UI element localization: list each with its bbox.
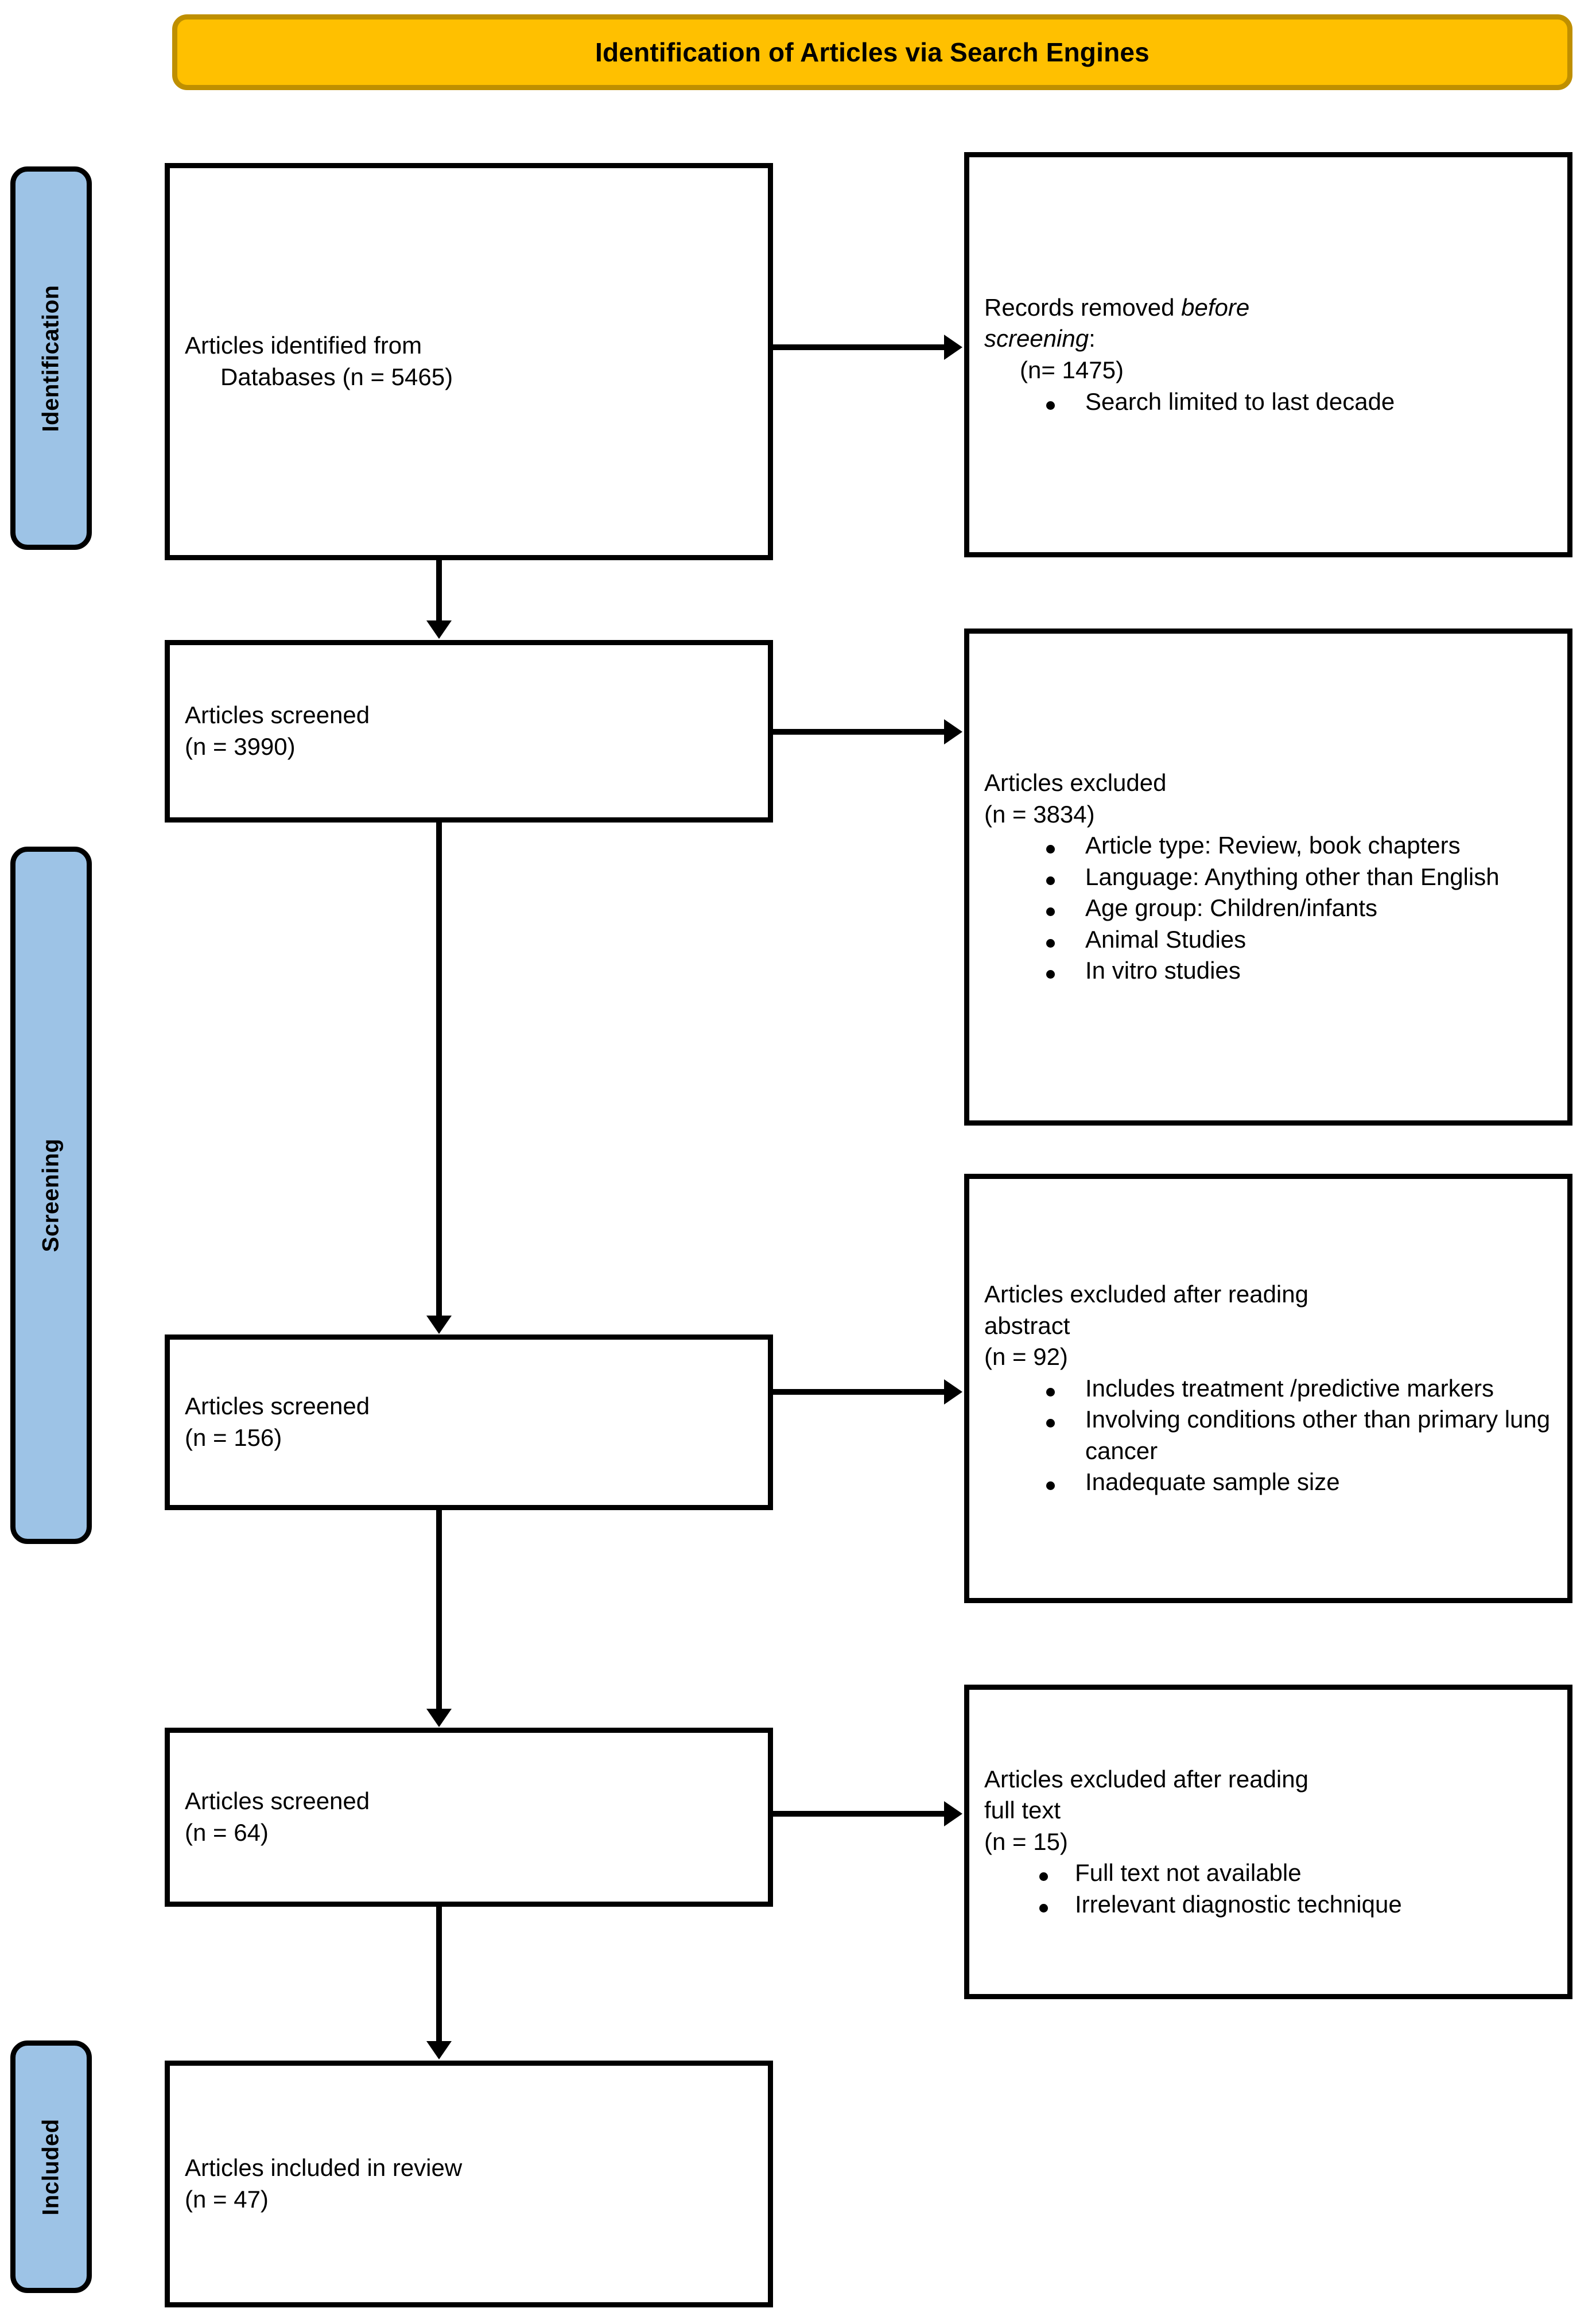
diagram-title: Identification of Articles via Search En… xyxy=(595,37,1150,67)
box-articles-identified: Articles identified from Databases (n = … xyxy=(165,163,773,560)
arrow-screened156-to-excluded92-icon xyxy=(773,1379,962,1405)
articles-excluded-3834-heading: Articles excluded xyxy=(984,769,1167,796)
box-articles-screened-156: Articles screened (n = 156) xyxy=(165,1334,773,1510)
records-removed-prefix: Records removed xyxy=(984,293,1182,321)
articles-excluded-92-heading-line1: Articles excluded after reading xyxy=(984,1280,1308,1308)
articles-excluded-92-heading-line2: abstract xyxy=(984,1312,1070,1339)
arrow-screened3990-to-excluded3834-icon xyxy=(773,719,962,744)
articles-screened-156-line1: Articles screened xyxy=(185,1392,370,1420)
records-removed-italic-before: before xyxy=(1181,293,1250,321)
articles-screened-3990-line2: (n = 3990) xyxy=(185,733,296,760)
articles-excluded-15-bullet-list: Full text not available Irrelevant diagn… xyxy=(984,1857,1552,1920)
articles-excluded-92-bullet-list: Includes treatment /predictive markers I… xyxy=(984,1373,1552,1498)
phase-band-identification-label: Identification xyxy=(38,285,64,432)
box-articles-excluded-3834: Articles excluded (n = 3834) Article typ… xyxy=(964,629,1572,1126)
records-removed-italic-screening: screening xyxy=(984,325,1089,352)
list-item: Includes treatment /predictive markers xyxy=(984,1373,1552,1405)
box-articles-included: Articles included in review (n = 47) xyxy=(165,2061,773,2307)
articles-included-line1: Articles included in review xyxy=(185,2154,463,2182)
articles-included-line2: (n = 47) xyxy=(185,2186,269,2213)
list-item: Full text not available xyxy=(984,1857,1552,1889)
box-articles-excluded-fulltext-15: Articles excluded after reading full tex… xyxy=(964,1685,1572,1999)
articles-excluded-15-heading-line2: full text xyxy=(984,1797,1061,1824)
articles-excluded-15-count: (n = 15) xyxy=(984,1828,1068,1855)
list-item: Search limited to last decade xyxy=(984,386,1552,418)
records-removed-heading-line2: screening: xyxy=(984,323,1552,355)
records-removed-heading: Records removed before xyxy=(984,292,1552,324)
phase-band-screening: Screening xyxy=(10,847,92,1544)
list-item: Language: Anything other than English xyxy=(984,862,1552,893)
articles-excluded-3834-bullet-list: Article type: Review, book chapters Lang… xyxy=(984,830,1552,987)
arrow-screened156-to-screened64-icon xyxy=(426,1510,452,1727)
box-articles-excluded-abstract-92: Articles excluded after reading abstract… xyxy=(964,1174,1572,1603)
articles-screened-156-line2: (n = 156) xyxy=(185,1424,282,1451)
articles-excluded-15-heading-line1: Articles excluded after reading xyxy=(984,1765,1308,1793)
box-articles-screened-3990: Articles screened (n = 3990) xyxy=(165,640,773,823)
list-item: Inadequate sample size xyxy=(984,1467,1552,1498)
arrow-screened64-to-included-icon xyxy=(426,1907,452,2059)
phase-band-screening-label: Screening xyxy=(38,1138,64,1252)
list-item: Age group: Children/infants xyxy=(984,893,1552,924)
box-records-removed: Records removed before screening: (n= 14… xyxy=(964,152,1572,557)
articles-screened-3990-line1: Articles screened xyxy=(185,701,370,729)
arrow-screened64-to-excluded15-icon xyxy=(773,1801,962,1826)
list-item: Involving conditions other than primary … xyxy=(984,1404,1552,1467)
articles-excluded-92-count: (n = 92) xyxy=(984,1343,1068,1371)
records-removed-bullet-list: Search limited to last decade xyxy=(984,386,1552,418)
diagram-title-banner: Identification of Articles via Search En… xyxy=(172,14,1572,90)
records-removed-colon: : xyxy=(1089,325,1096,352)
articles-identified-line2: Databases (n = 5465) xyxy=(220,363,453,390)
arrow-identified-to-screened3990-icon xyxy=(426,560,452,639)
list-item: Article type: Review, book chapters xyxy=(984,830,1552,862)
list-item: In vitro studies xyxy=(984,955,1552,987)
records-removed-count: (n= 1475) xyxy=(1020,356,1124,383)
list-item: Animal Studies xyxy=(984,924,1552,956)
articles-screened-64-line2: (n = 64) xyxy=(185,1819,269,1846)
articles-identified-line1: Articles identified from xyxy=(185,332,422,359)
articles-excluded-3834-count: (n = 3834) xyxy=(984,800,1095,828)
box-articles-screened-64: Articles screened (n = 64) xyxy=(165,1728,773,1907)
phase-band-included: Included xyxy=(10,2040,92,2293)
phase-band-identification: Identification xyxy=(10,166,92,550)
arrow-identified-to-removed-icon xyxy=(773,335,962,360)
list-item: Irrelevant diagnostic technique xyxy=(984,1889,1552,1921)
articles-screened-64-line1: Articles screened xyxy=(185,1787,370,1815)
phase-band-included-label: Included xyxy=(38,2118,64,2216)
arrow-screened3990-to-screened156-icon xyxy=(426,822,452,1334)
